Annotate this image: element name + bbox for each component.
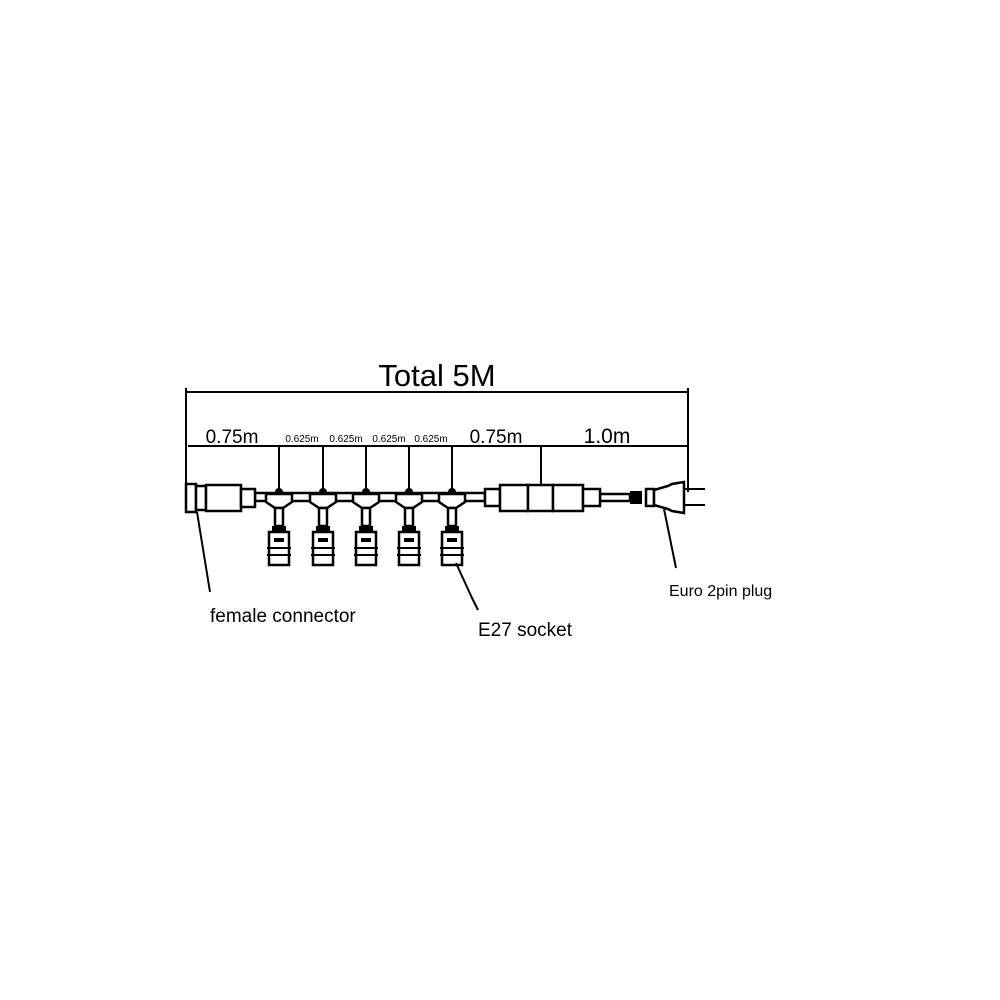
euro-plug: [630, 480, 705, 515]
spacing-label-2: 0.625m: [329, 434, 362, 445]
e27-socket: [437, 446, 467, 567]
segment-after-label: 0.75m: [470, 427, 523, 448]
female-connector-label: female connector: [210, 606, 356, 627]
socket-label: E27 socket: [478, 620, 573, 641]
spacing-label-1: 0.625m: [285, 434, 318, 445]
e27-socket: [394, 446, 424, 567]
e27-socket: [308, 446, 338, 567]
plug-label: Euro 2pin plug: [669, 583, 772, 600]
spacing-label-3: 0.625m: [372, 434, 405, 445]
cable-lead: [598, 492, 632, 503]
female-connector: [184, 482, 257, 514]
e27-socket: [351, 446, 381, 567]
e27-socket: [264, 446, 294, 567]
plug-leader: [663, 508, 677, 569]
inline-connector: [483, 483, 602, 513]
female-connector-leader: [196, 511, 211, 593]
total-length-label: Total 5M: [378, 358, 495, 393]
socket-group: [264, 446, 467, 567]
segment-lead-label: 1.0m: [584, 425, 631, 448]
socket-leader: [455, 562, 479, 611]
segment-first-label: 0.75m: [206, 427, 259, 448]
spacing-label-4: 0.625m: [414, 434, 447, 445]
